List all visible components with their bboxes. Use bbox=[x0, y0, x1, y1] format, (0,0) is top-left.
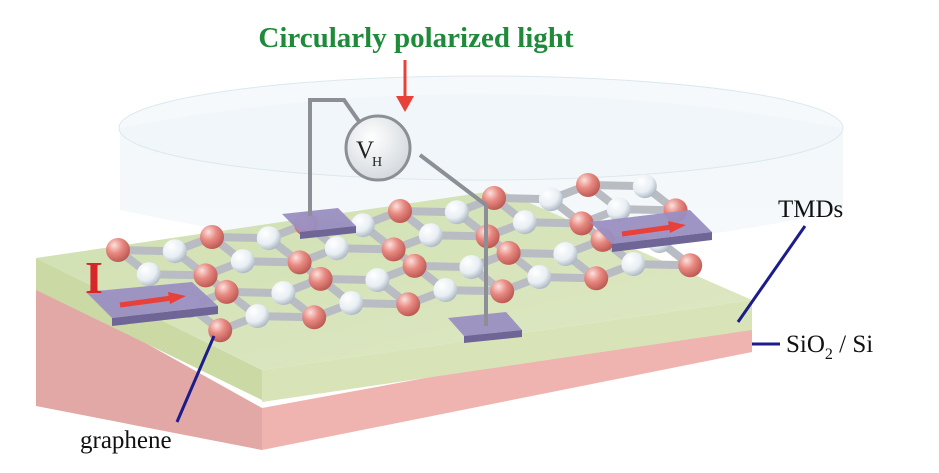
atom-red bbox=[302, 305, 327, 330]
right-electrode bbox=[590, 210, 712, 244]
atom-white bbox=[459, 255, 484, 280]
atom-white bbox=[324, 236, 349, 261]
atom-red bbox=[482, 186, 506, 210]
top-probe-pad bbox=[282, 208, 356, 232]
current-label: I bbox=[85, 252, 103, 303]
atom-white bbox=[444, 200, 469, 225]
tmds-pointer bbox=[736, 225, 807, 323]
atom-red bbox=[576, 173, 600, 197]
atom-white bbox=[230, 249, 255, 274]
tmds-label: TMDs bbox=[778, 196, 843, 223]
atom-white bbox=[365, 268, 390, 293]
voltmeter-label: V bbox=[356, 137, 374, 164]
diagram-title: Circularly polarized light bbox=[258, 22, 574, 54]
atom-red bbox=[396, 292, 421, 317]
atom-red bbox=[402, 253, 427, 278]
atom-white bbox=[256, 226, 281, 251]
atom-red bbox=[193, 263, 218, 288]
atom-white bbox=[632, 174, 657, 199]
graphene-pointer bbox=[175, 335, 216, 423]
atom-white bbox=[606, 197, 631, 222]
atom-white bbox=[527, 265, 552, 290]
current-arrows bbox=[119, 221, 686, 308]
atom-white bbox=[136, 262, 161, 287]
hall-voltmeter: V H bbox=[344, 114, 412, 182]
atom-white bbox=[418, 223, 443, 248]
atom-red bbox=[106, 238, 130, 262]
atom-red bbox=[569, 211, 594, 236]
atom-red bbox=[678, 253, 703, 278]
atom-white bbox=[162, 239, 187, 264]
atom-white bbox=[621, 252, 646, 277]
atom-white bbox=[350, 213, 375, 238]
graphene-label: graphene bbox=[80, 427, 172, 454]
atom-red bbox=[490, 279, 515, 304]
atom-white bbox=[271, 281, 296, 306]
atom-red bbox=[200, 225, 224, 249]
atom-white bbox=[553, 242, 578, 267]
atom-red bbox=[214, 279, 239, 304]
light-arrow bbox=[396, 60, 414, 112]
atom-red bbox=[388, 199, 412, 223]
atom-red bbox=[308, 266, 333, 291]
atom-red bbox=[584, 266, 609, 291]
atom-red bbox=[496, 240, 521, 265]
atom-white bbox=[538, 187, 563, 212]
atom-white bbox=[433, 278, 458, 303]
substrate-label: SiO2 / Si bbox=[786, 331, 873, 363]
sio2-si-layer bbox=[36, 282, 262, 450]
left-current-arrow bbox=[119, 295, 173, 308]
voltmeter-wires bbox=[308, 98, 488, 326]
atom-white bbox=[245, 304, 270, 329]
atom-red bbox=[381, 237, 406, 262]
atom-white bbox=[512, 210, 537, 235]
atom-red bbox=[287, 250, 312, 275]
atom-white bbox=[339, 291, 364, 316]
voltmeter-subscript: H bbox=[372, 155, 382, 170]
right-current-arrow bbox=[621, 224, 673, 237]
